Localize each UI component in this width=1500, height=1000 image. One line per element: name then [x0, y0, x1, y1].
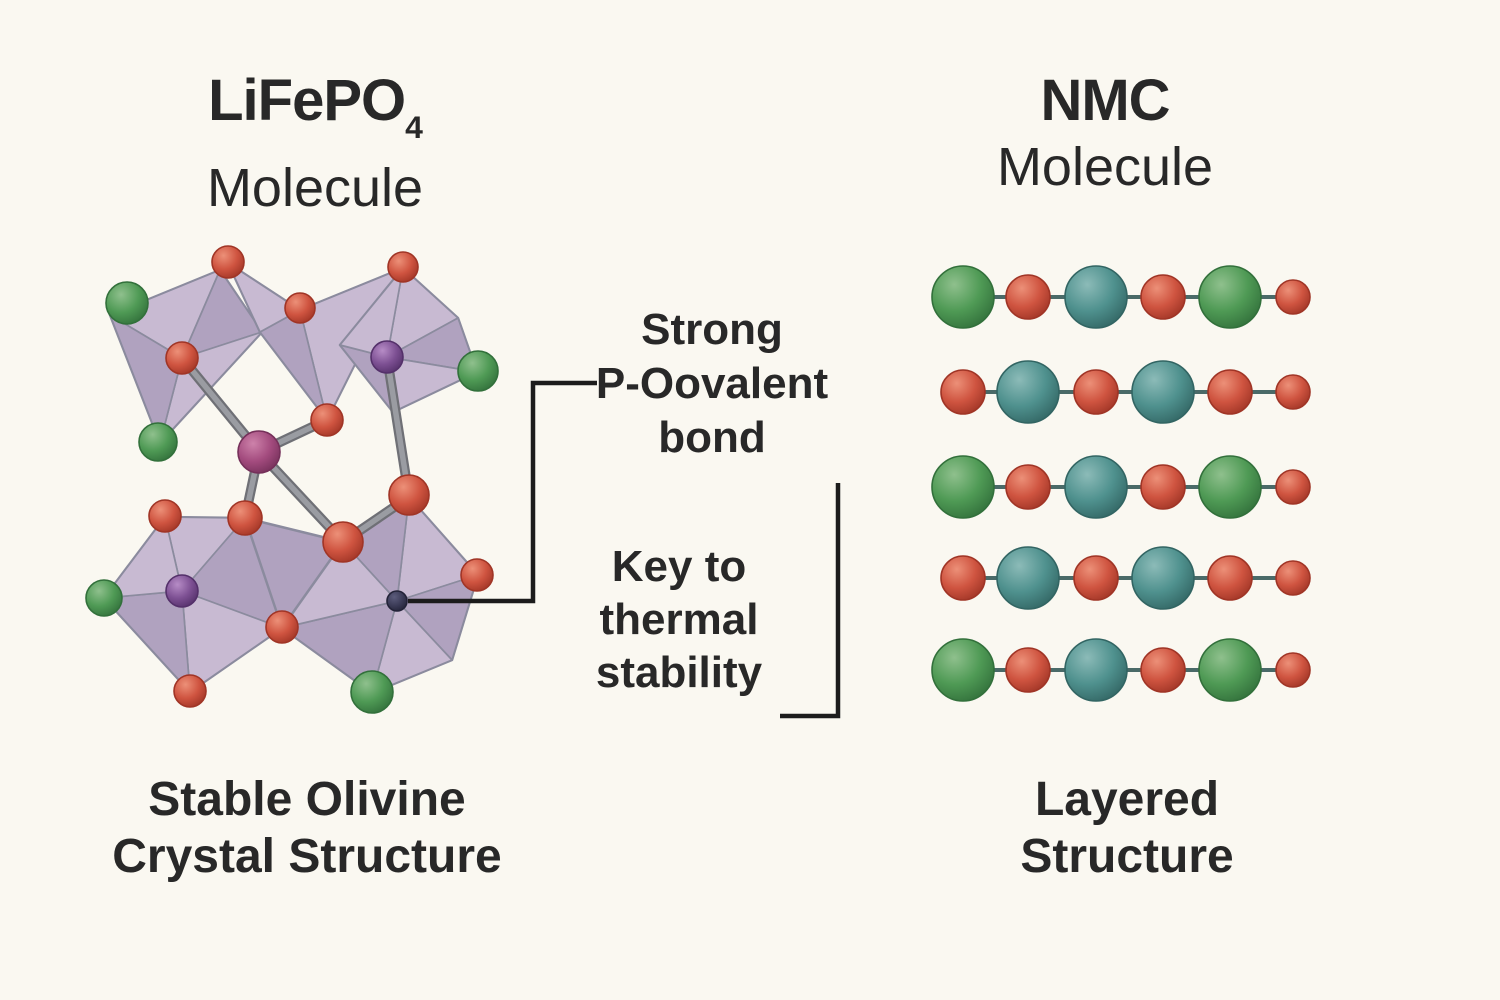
- atom-green: [1198, 455, 1262, 519]
- lifepo4-subtitle: Molecule: [206, 157, 424, 218]
- lifepo4-title-text: LiFePO: [208, 68, 406, 133]
- stability-annotation-line-3: stability: [595, 648, 763, 697]
- nmc-subtitle: Molecule: [996, 137, 1214, 197]
- atom-navy: [386, 590, 408, 612]
- olivine-caption-line-2: Crystal Structure: [112, 830, 502, 883]
- atom-green: [457, 350, 499, 392]
- atom-red: [1275, 652, 1311, 688]
- atom-red: [1140, 464, 1186, 510]
- polyhedron-face: [339, 267, 404, 358]
- atom-red: [322, 521, 364, 563]
- atom-teal: [1064, 265, 1128, 329]
- stability-annotation-line-2: thermal: [599, 595, 759, 644]
- nmc-caption-line-2: Structure: [1020, 830, 1234, 883]
- atom-red: [388, 474, 430, 516]
- nmc-structure: [931, 265, 1311, 702]
- bond-annotation-line-2: P-Oovalent: [595, 359, 829, 408]
- pointer-line: [780, 483, 841, 719]
- atom-red: [211, 245, 245, 279]
- atom-red: [1207, 555, 1253, 601]
- atom-teal: [996, 546, 1060, 610]
- nmc-title: NMC: [1040, 68, 1170, 133]
- atom-red: [1005, 464, 1051, 510]
- stability-annotation-line-1: Key to: [611, 542, 747, 591]
- atom-green: [1198, 638, 1262, 702]
- atom-green: [138, 422, 178, 462]
- atom-red: [1073, 555, 1119, 601]
- atom-red: [1005, 274, 1051, 320]
- nmc-caption: Layered Structure: [877, 771, 1377, 885]
- atom-red: [1005, 647, 1051, 693]
- stability-annotation: Key to thermal stability: [504, 540, 854, 699]
- atom-red: [1275, 374, 1311, 410]
- pointer-line: [408, 380, 597, 604]
- nmc-layer-row: [931, 265, 1311, 329]
- annotation-pointer-lines: [408, 380, 841, 719]
- atom-green: [931, 265, 995, 329]
- bond-annotation-line-3: bond: [658, 413, 766, 462]
- nmc-caption-line-1: Layered: [1034, 773, 1220, 826]
- polyhedron: [102, 515, 284, 694]
- atom-red: [387, 251, 419, 283]
- atom-red: [1275, 279, 1311, 315]
- polyhedron-face: [103, 516, 183, 599]
- atom-red: [265, 610, 299, 644]
- atom-magenta: [237, 430, 281, 474]
- atom-green: [931, 455, 995, 519]
- olivine-caption-line-1: Stable Olivine: [148, 773, 466, 826]
- atom-red: [310, 403, 344, 437]
- atom-teal: [1064, 455, 1128, 519]
- bond: [384, 354, 412, 500]
- atom-green: [85, 579, 123, 617]
- atom-purple: [165, 574, 199, 608]
- atom-red: [1073, 369, 1119, 415]
- atom-teal: [1064, 638, 1128, 702]
- lifepo4-subscript: 4: [405, 109, 423, 146]
- atom-red: [284, 292, 316, 324]
- atom-red: [173, 674, 207, 708]
- atom-teal: [1131, 360, 1195, 424]
- polyhedron: [243, 516, 345, 630]
- atom-red: [165, 341, 199, 375]
- nmc-layer-row: [931, 455, 1311, 519]
- atom-green: [1198, 265, 1262, 329]
- atom-red: [1207, 369, 1253, 415]
- nmc-title-block: NMC Molecule: [855, 68, 1355, 198]
- bond-annotation-line-1: Strong: [641, 305, 783, 354]
- atom-red: [1140, 647, 1186, 693]
- atom-teal: [996, 360, 1060, 424]
- atom-red: [1275, 469, 1311, 505]
- olivine-structure: [85, 245, 499, 714]
- atom-red: [227, 500, 263, 536]
- atom-red: [460, 558, 494, 592]
- atom-green: [350, 670, 394, 714]
- atom-teal: [1131, 546, 1195, 610]
- polyhedron: [280, 495, 480, 695]
- bond-annotation: Strong P-Oovalent bond: [537, 303, 887, 465]
- atom-red: [940, 369, 986, 415]
- atom-red: [1275, 560, 1311, 596]
- atom-green: [105, 281, 149, 325]
- olivine-caption: Stable Olivine Crystal Structure: [57, 771, 557, 885]
- polyhedron-face: [109, 314, 183, 444]
- atom-green: [931, 638, 995, 702]
- atom-purple: [370, 340, 404, 374]
- atom-red: [940, 555, 986, 601]
- nmc-layer-row: [931, 638, 1311, 702]
- polyhedron-face: [227, 262, 301, 333]
- nmc-layer-row: [940, 546, 1311, 610]
- lifepo4-title: LiFePO4: [40, 68, 590, 155]
- atom-red: [148, 499, 182, 533]
- lifepo4-title-block: LiFePO4 Molecule: [40, 68, 590, 219]
- nmc-layer-row: [940, 360, 1311, 424]
- atom-red: [1140, 274, 1186, 320]
